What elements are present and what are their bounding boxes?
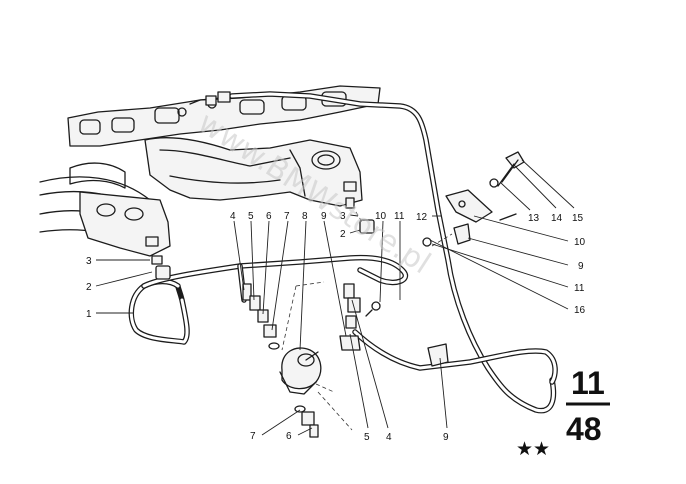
- callout-6-bottom: 6: [286, 431, 292, 442]
- page-number: 48: [566, 411, 602, 447]
- callout-9-bottom: 9: [443, 432, 449, 443]
- callout-11-mid: 11: [394, 211, 405, 222]
- bracket-assembly: [422, 151, 525, 247]
- callout-9-top: 9: [321, 211, 327, 222]
- callout-4-bottom: 4: [386, 432, 392, 443]
- callout-2-left: 2: [86, 282, 92, 293]
- callout-3-mid: 3: [340, 211, 346, 222]
- leader-lines: [95, 159, 575, 436]
- callout-numbers: 1 2 3 4 5 6 7 8 9 3 2 10 11 12 13 14 15 …: [86, 211, 586, 443]
- callout-8-top: 8: [302, 211, 308, 222]
- top-fitting: [205, 91, 231, 106]
- page-number-block: 11 48 ★★: [516, 365, 610, 460]
- callout-14: 14: [551, 213, 563, 224]
- callout-5-top: 5: [248, 211, 254, 222]
- rating-stars: ★★: [516, 438, 550, 460]
- callout-15: 15: [572, 213, 584, 224]
- pipe-clip-bottom: [427, 343, 449, 367]
- callout-11-right: 11: [574, 283, 585, 294]
- fitting-stack-mid: [339, 283, 381, 351]
- thermo-valve: [279, 347, 322, 395]
- callout-13: 13: [528, 213, 540, 224]
- fitting-stack-bottom: [294, 405, 319, 438]
- fitting-mid-3: [345, 197, 375, 234]
- callout-10-right: 10: [574, 237, 586, 248]
- exhaust-manifold-lower: [144, 136, 363, 207]
- callout-9-right: 9: [578, 261, 584, 272]
- fitting-stack-left: [242, 283, 280, 350]
- callout-12: 12: [416, 212, 428, 223]
- callout-7-top: 7: [284, 211, 290, 222]
- callout-7-bottom: 7: [250, 431, 256, 442]
- callout-1: 1: [86, 309, 92, 320]
- callout-6-top: 6: [266, 211, 272, 222]
- intake-manifold: [39, 162, 171, 257]
- callout-2-mid: 2: [340, 229, 346, 240]
- callout-4-top: 4: [230, 211, 236, 222]
- callout-10-mid: 10: [375, 211, 387, 222]
- fitting-left-3: [151, 255, 171, 280]
- page-group: 11: [571, 365, 605, 401]
- callout-16: 16: [574, 305, 586, 316]
- callout-5-bottom: 5: [364, 432, 370, 443]
- callout-3-left: 3: [86, 256, 92, 267]
